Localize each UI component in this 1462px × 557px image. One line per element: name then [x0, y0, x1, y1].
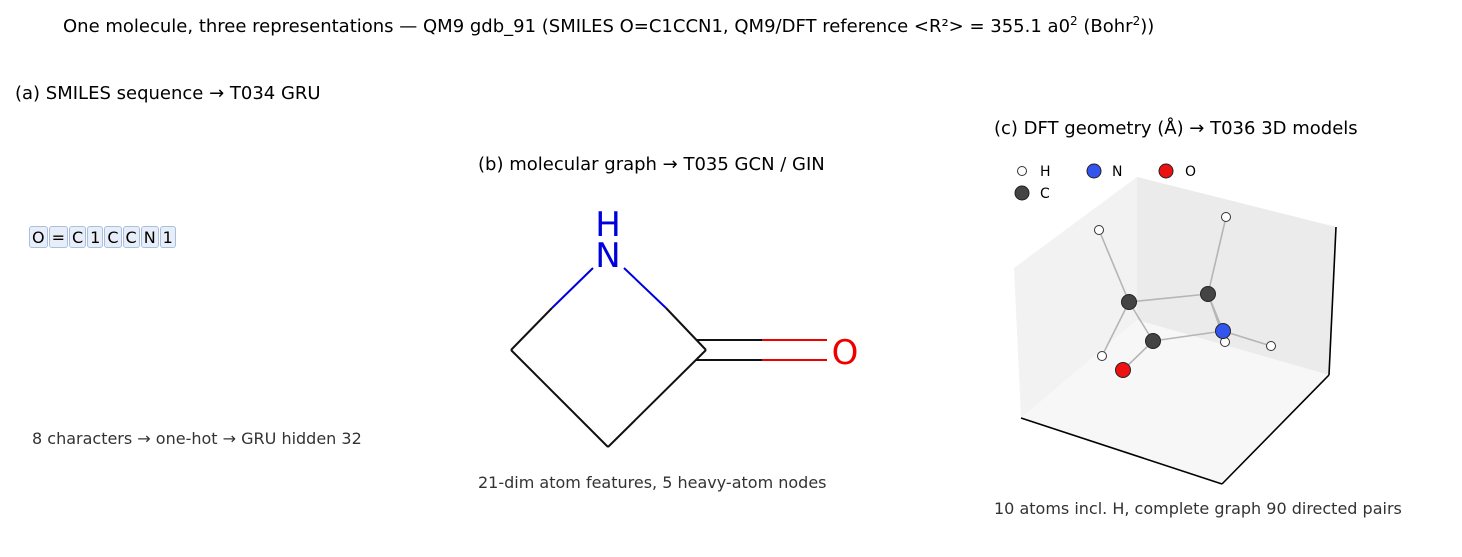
bond-n-c-left — [551, 267, 594, 309]
panel-c-title: (c) DFT geometry (Å) → T036 3D models — [994, 118, 1358, 139]
legend-marker-carbon — [1014, 185, 1030, 201]
bond-3d — [1098, 229, 1130, 303]
smiles-token: 1 — [87, 226, 104, 248]
atom-nitrogen — [1215, 323, 1231, 339]
bond-3d — [1222, 330, 1272, 347]
axis-edge-front-left — [1020, 417, 1223, 485]
bond-3d — [1101, 301, 1130, 357]
legend-marker-hydrogen — [1017, 166, 1027, 176]
axis-edge-vertical — [1328, 226, 1337, 376]
panel-a-title: (a) SMILES sequence → T034 GRU — [15, 83, 321, 104]
axes-pane-right — [1137, 177, 1336, 375]
atom-oxygen — [1115, 362, 1131, 378]
smiles-token: C — [104, 226, 122, 248]
atom-hydrogen — [1266, 341, 1276, 351]
dft-geometry-3d-plot: H N O C — [1014, 163, 1337, 485]
smiles-token: C — [122, 226, 140, 248]
bond-c-c-left-bottom — [510, 349, 609, 448]
smiles-token: 1 — [159, 226, 176, 248]
bond-3d — [1128, 293, 1209, 303]
title-superscript-1: 2 — [1070, 14, 1078, 28]
axes-pane-left — [1014, 177, 1137, 418]
atom-legend: H N O C — [1014, 163, 1196, 202]
panel-b-title: (b) molecular graph → T035 GCN / GIN — [478, 154, 825, 175]
atom-label-oxygen: O — [832, 333, 859, 373]
atom-carbon — [1200, 286, 1216, 302]
legend-label-oxygen: O — [1185, 164, 1196, 180]
bond-c-c-right-bottom — [607, 349, 707, 448]
bond-3d — [1152, 330, 1224, 342]
title-text-mid: (Bohr — [1077, 16, 1133, 37]
atom-carbon — [1145, 333, 1161, 349]
panel-a-caption: 8 characters → one-hot → GRU hidden 32 — [32, 429, 362, 448]
smiles-token-row: O = C 1 C C N 1 — [29, 226, 176, 248]
legend-marker-oxygen — [1158, 163, 1174, 179]
title-text-prefix: One molecule, three representations — QM… — [63, 16, 1071, 37]
figure-title: One molecule, three representations — QM… — [63, 14, 1154, 37]
bond-c-c-left-top — [510, 307, 553, 351]
title-superscript-2: 2 — [1132, 14, 1141, 28]
bond-3d — [1207, 216, 1227, 295]
smiles-token: C — [69, 226, 87, 248]
atom-hydrogen — [1094, 225, 1104, 235]
bond-n-c-right — [623, 267, 667, 309]
legend-marker-nitrogen — [1086, 163, 1102, 179]
atom-label-nitrogen: N — [595, 236, 620, 276]
atom-hydrogen — [1221, 212, 1231, 222]
smiles-token: O — [29, 226, 48, 248]
legend-label-hydrogen: H — [1040, 164, 1051, 180]
title-text-suffix: )) — [1140, 16, 1155, 37]
atom-carbon — [1121, 294, 1137, 310]
panel-b-caption: 21-dim atom features, 5 heavy-atom nodes — [478, 473, 827, 492]
legend-label-carbon: C — [1040, 186, 1050, 202]
smiles-token: N — [140, 226, 159, 248]
axis-edge-front-right — [1221, 374, 1330, 485]
atom-label-hydrogen: H — [595, 205, 621, 245]
panel-c-caption: 10 atoms incl. H, complete graph 90 dire… — [994, 499, 1402, 518]
smiles-token: = — [48, 226, 68, 248]
legend-label-nitrogen: N — [1112, 164, 1122, 180]
atom-hydrogen — [1097, 351, 1107, 361]
bond-c-c-right-top — [665, 307, 707, 351]
molecular-graph: H N O — [510, 205, 859, 448]
